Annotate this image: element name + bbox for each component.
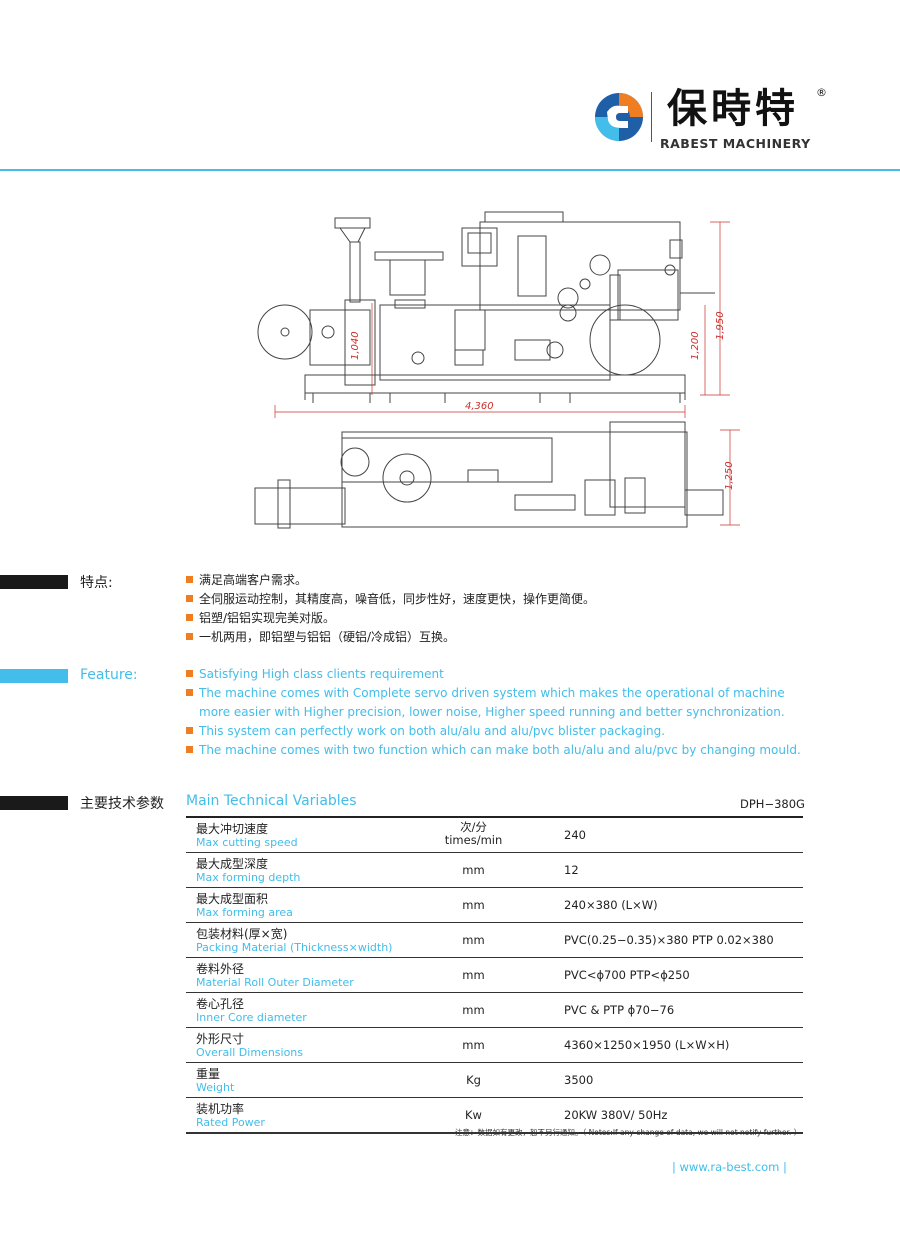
param-name-en: Packing Material (Thickness×width) [196, 941, 393, 954]
table-row: 卷心孔径 Inner Core diameter mm PVC & PTP ϕ7… [186, 993, 803, 1028]
param-unit: Kg [466, 1073, 481, 1087]
param-name-en: Inner Core diameter [196, 1011, 307, 1024]
param-unit: mm [462, 898, 485, 912]
list-item: 全伺服运动控制，其精度高，噪音低，同步性好，速度更快，操作更简便。 [186, 590, 595, 609]
table-row: 外形尺寸 Overall Dimensions mm 4360×1250×195… [186, 1028, 803, 1063]
param-name-en: Rated Power [196, 1116, 265, 1129]
param-name-cn: 最大冲切速度 [196, 822, 269, 836]
top-view [254, 421, 724, 529]
list-item: 一机两用，即铝塑与铝铝（硬铝/冷成铝）互换。 [186, 628, 595, 647]
list-item: 满足高端客户需求。 [186, 571, 595, 590]
section-bar-specs [0, 796, 68, 810]
specs-title-en: Main Technical Variables [186, 793, 357, 809]
table-top-rule [186, 816, 803, 818]
param-value: 12 [564, 863, 579, 877]
header-divider [0, 169, 900, 171]
brand-logo [594, 92, 644, 142]
list-item: The machine comes with two function whic… [186, 741, 801, 760]
features-cn-list: 满足高端客户需求。 全伺服运动控制，其精度高，噪音低，同步性好，速度更快，操作更… [186, 571, 595, 647]
param-unit: mm [462, 863, 485, 877]
machine-drawing: 1,040 1,200 1,950 4,360 1,250 [250, 200, 760, 545]
registered-mark: ® [816, 86, 827, 99]
features-en-list: Satisfying High class clients requiremen… [186, 665, 801, 760]
param-name-en: Weight [196, 1081, 235, 1094]
param-name-en: Overall Dimensions [196, 1046, 304, 1059]
param-name-cn: 包装材料(厚×宽) [196, 927, 288, 941]
param-name-cn: 卷料外径 [196, 962, 245, 976]
table-row: 最大成型深度 Max forming depth mm 12 [186, 853, 803, 888]
param-value: 3500 [564, 1073, 594, 1087]
list-item: Satisfying High class clients requiremen… [186, 665, 801, 684]
brand-name-en: RABEST MACHINERY [660, 136, 811, 151]
param-name-cn: 重量 [196, 1067, 221, 1081]
dim-1200: 1,200 [690, 331, 701, 360]
dim-1250: 1,250 [724, 461, 735, 490]
param-unit: mm [462, 1038, 485, 1052]
param-value: 240 [564, 828, 586, 842]
section-bar-features-cn [0, 575, 68, 589]
table-row: 装机功率 Rated Power Kw 20KW 380V/ 50Hz [186, 1098, 803, 1134]
param-name-en: Max forming area [196, 906, 293, 919]
brand-name-cn: 保時特 [667, 85, 799, 132]
dim-4360: 4,360 [465, 401, 494, 412]
param-unit: mm [462, 968, 485, 982]
side-view [257, 211, 740, 526]
param-name-en: Material Roll Outer Diameter [196, 976, 354, 989]
table-row: 包装材料(厚×宽) Packing Material (Thickness×wi… [186, 923, 803, 958]
list-item: This system can perfectly work on both a… [186, 722, 801, 741]
table-row: 重量 Weight Kg 3500 [186, 1063, 803, 1098]
model-number: DPH−380G [740, 797, 805, 811]
param-value: 240×380 (L×W) [564, 898, 658, 912]
list-item: 铝塑/铝铝实现完美对版。 [186, 609, 595, 628]
website-link[interactable]: | www.ra-best.com | [672, 1160, 787, 1174]
dim-1950: 1,950 [715, 311, 726, 340]
param-name-cn: 外形尺寸 [196, 1032, 245, 1046]
list-item-continuation: more easier with Higher precision, lower… [199, 705, 785, 719]
features-cn-title: 特点: [80, 575, 113, 591]
features-en-title: Feature: [80, 667, 138, 683]
param-value: PVC & PTP ϕ70−76 [564, 1003, 675, 1017]
param-name-cn: 最大成型深度 [196, 857, 269, 871]
param-name-cn: 装机功率 [196, 1102, 245, 1116]
param-value: 20KW 380V/ 50Hz [564, 1108, 668, 1122]
param-value: 4360×1250×1950 (L×W×H) [564, 1038, 730, 1052]
param-name-cn: 最大成型面积 [196, 892, 269, 906]
specs-title-cn: 主要技术参数 [80, 796, 164, 812]
param-name-en: Max forming depth [196, 871, 301, 884]
table-row: 最大成型面积 Max forming area mm 240×380 (L×W) [186, 888, 803, 923]
list-item: The machine comes with Complete servo dr… [186, 684, 801, 703]
param-value: PVC(0.25−0.35)×380 PTP 0.02×380 [564, 933, 774, 947]
param-unit: mm [462, 1003, 485, 1017]
param-name-en: Max cutting speed [196, 836, 298, 849]
table-row: 卷料外径 Material Roll Outer Diameter mm PVC… [186, 958, 803, 993]
brand-divider [651, 92, 652, 142]
param-unit: Kw [465, 1108, 482, 1122]
param-value: PVC<ϕ700 PTP<ϕ250 [564, 968, 690, 982]
param-name-cn: 卷心孔径 [196, 997, 245, 1011]
dim-1040: 1,040 [350, 331, 361, 360]
data-change-note: 注意：数据如有更改，恕不另行通知。（ Notes:If any change o… [455, 1128, 802, 1137]
param-unit: mm [462, 933, 485, 947]
section-bar-features-en [0, 669, 68, 683]
